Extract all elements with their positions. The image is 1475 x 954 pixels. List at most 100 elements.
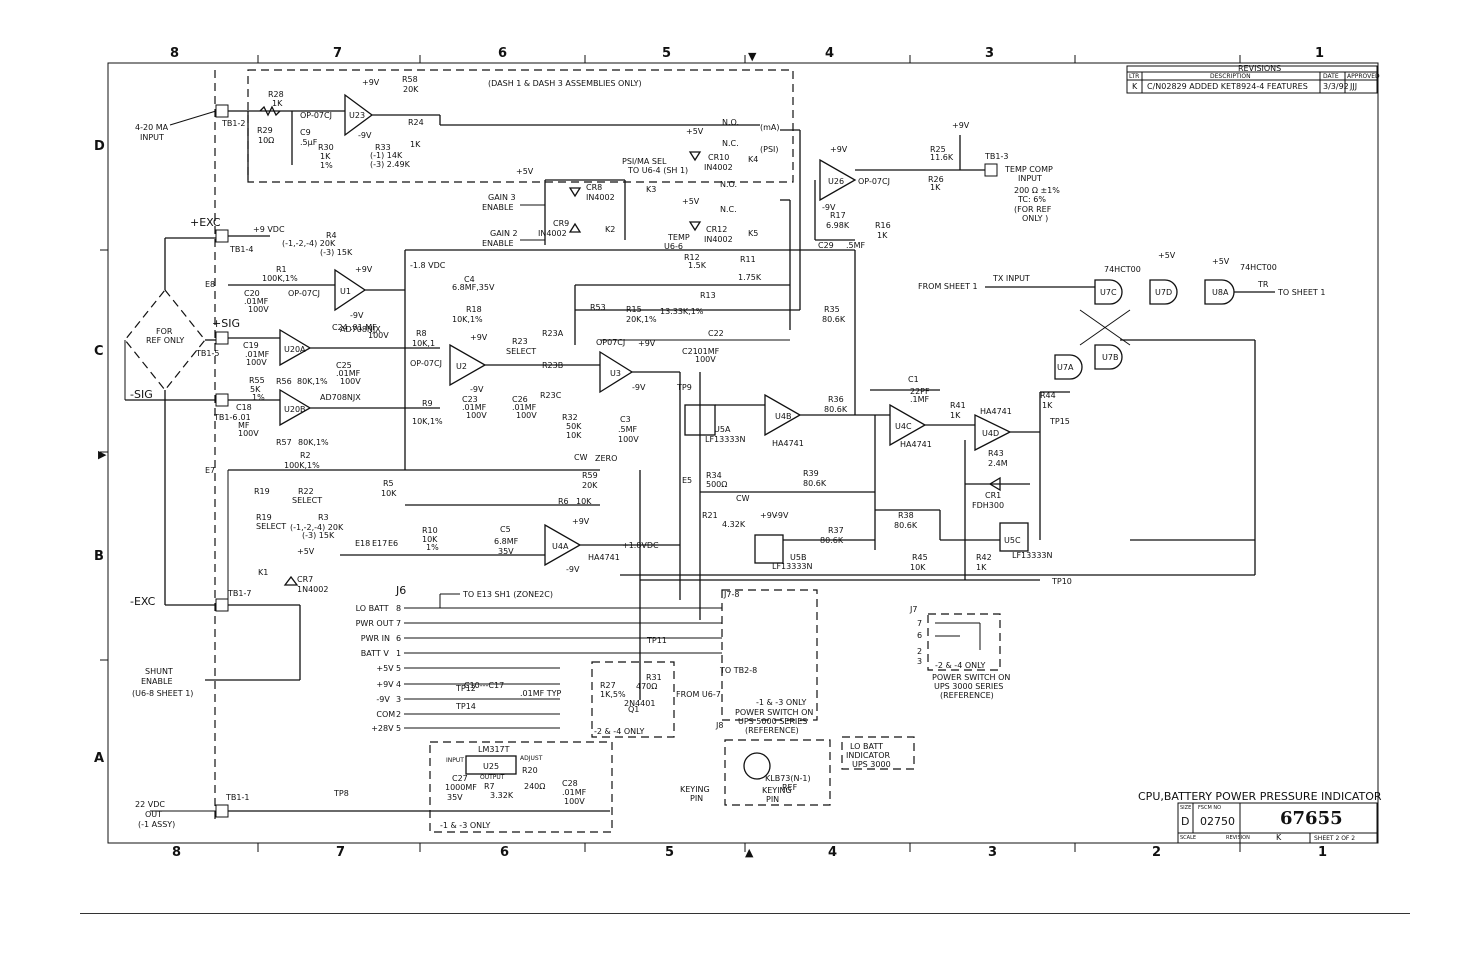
tb1-1-terminal xyxy=(215,804,229,818)
j6-pin-label: LO BATT xyxy=(356,604,389,613)
svg-text:(U6-8 SHEET 1): (U6-8 SHEET 1) xyxy=(132,689,193,698)
svg-text:-1 & -3 ONLY: -1 & -3 ONLY xyxy=(440,821,490,830)
svg-text:J6: J6 xyxy=(395,584,406,597)
svg-text:U4C: U4C xyxy=(895,422,912,431)
svg-text:R4: R4 xyxy=(326,231,337,240)
zone-row-c: C xyxy=(94,344,104,359)
rev-heading: REVISIONS xyxy=(1238,64,1281,73)
svg-text:R22: R22 xyxy=(298,487,314,496)
lm317-box xyxy=(429,741,613,833)
svg-text:R43: R43 xyxy=(988,449,1004,458)
svg-text:R23: R23 xyxy=(512,337,528,346)
tb1-7-label: TB1-7 xyxy=(227,589,251,598)
svg-text:(-1,-2,-4) 20K: (-1,-2,-4) 20K xyxy=(290,523,344,532)
svg-text:TP14: TP14 xyxy=(455,702,476,711)
zone-col-4: 4 xyxy=(825,46,834,61)
svg-text:10K: 10K xyxy=(576,497,592,506)
svg-text:80.6K: 80.6K xyxy=(822,315,846,324)
lo-batt-led xyxy=(743,752,771,780)
size-label: SIZE xyxy=(1180,805,1191,811)
rev-col-appr: APPROVED xyxy=(1347,73,1380,80)
svg-text:POWER SWITCH ON: POWER SWITCH ON xyxy=(932,673,1010,682)
u26-circuit: U26 OP-07CJ +9V -9V R17 6.98K R16 1K C29… xyxy=(814,121,1060,250)
svg-text:FOR: FOR xyxy=(156,327,173,336)
j6-pin-label: -9V xyxy=(376,695,390,704)
rev-ltr: K xyxy=(1132,82,1138,91)
svg-text:6.98K: 6.98K xyxy=(826,221,850,230)
svg-text:R37: R37 xyxy=(828,526,844,535)
svg-text:R20: R20 xyxy=(522,766,538,775)
j7-8-box xyxy=(721,589,818,721)
svg-text:HA4741: HA4741 xyxy=(772,439,804,448)
svg-text:7: 7 xyxy=(917,619,922,628)
svg-text:+5V: +5V xyxy=(686,127,704,136)
zone-col-7: 7 xyxy=(333,46,342,61)
svg-text:C24: C24 xyxy=(332,323,348,332)
svg-text:200 Ω ±1%: 200 Ω ±1% xyxy=(1014,186,1060,195)
svg-text:C21: C21 xyxy=(682,347,698,356)
svg-text:-9V: -9V xyxy=(470,385,484,394)
svg-text:500Ω: 500Ω xyxy=(706,480,727,489)
zone-ticks xyxy=(100,55,1241,852)
svg-text:11.6K: 11.6K xyxy=(930,153,954,162)
svg-text:OP-07CJ: OP-07CJ xyxy=(288,289,320,298)
svg-text:R19: R19 xyxy=(256,513,272,522)
svg-text:100V: 100V xyxy=(248,305,269,314)
svg-text:TP10: TP10 xyxy=(1051,577,1072,586)
svg-text:.01 MF: .01 MF xyxy=(350,323,377,332)
j6-pin-number: 8 xyxy=(396,604,401,613)
svg-text:R23A: R23A xyxy=(542,329,564,338)
svg-text:-9V: -9V xyxy=(775,511,789,520)
svg-text:+5V: +5V xyxy=(516,167,534,176)
u1-circuit: R1 100K,1% OP-07CJ C20 .01MF 100V U1 +9V… xyxy=(228,231,855,470)
svg-text:U7C: U7C xyxy=(1100,288,1117,297)
svg-text:100K,1%: 100K,1% xyxy=(284,461,320,470)
svg-text:IN4002: IN4002 xyxy=(704,163,733,172)
svg-text:80.6K: 80.6K xyxy=(894,521,918,530)
svg-text:GAIN 3: GAIN 3 xyxy=(488,193,516,202)
svg-text:U5A: U5A xyxy=(714,425,731,434)
plus-sig-label: +SIG xyxy=(212,317,240,330)
svg-text:LF13333N: LF13333N xyxy=(705,435,746,444)
svg-text:R23C: R23C xyxy=(540,391,562,400)
svg-text:C18: C18 xyxy=(236,403,252,412)
svg-text:N.O.: N.O. xyxy=(720,180,737,189)
rev-date: 3/3/92 xyxy=(1323,82,1349,91)
svg-text:C20: C20 xyxy=(244,289,260,298)
svg-text:1K: 1K xyxy=(877,231,888,240)
svg-text:(REFERENCE): (REFERENCE) xyxy=(745,726,799,735)
svg-text:TEMP: TEMP xyxy=(667,233,690,242)
svg-text:ZERO: ZERO xyxy=(595,454,617,463)
svg-text:R27: R27 xyxy=(600,681,616,690)
svg-text:R39: R39 xyxy=(803,469,819,478)
svg-text:AD708NJX: AD708NJX xyxy=(340,325,381,334)
svg-text:.01MF: .01MF xyxy=(512,403,537,412)
j6-pin-label: +28V xyxy=(371,724,394,733)
dash-assemblies-note: (DASH 1 & DASH 3 ASSEMBLIES ONLY) xyxy=(488,79,642,88)
svg-text:1K: 1K xyxy=(410,140,421,149)
svg-text:22PF: 22PF xyxy=(910,387,930,396)
svg-text:100V: 100V xyxy=(516,411,537,420)
u25-regulator xyxy=(465,755,517,775)
j6-pin-label: PWR IN xyxy=(361,634,390,643)
zone-col-4-bottom: 4 xyxy=(828,845,837,860)
svg-text:-9V: -9V xyxy=(350,311,364,320)
svg-text:OP-07CJ: OP-07CJ xyxy=(300,111,332,120)
svg-text:100V: 100V xyxy=(246,358,267,367)
svg-text:80.6K: 80.6K xyxy=(803,479,827,488)
svg-text:13.33K,1%: 13.33K,1% xyxy=(660,307,704,316)
svg-text:.01MF: .01MF xyxy=(695,347,720,356)
zone-col-7-bottom: 7 xyxy=(336,845,345,860)
svg-text:100V: 100V xyxy=(618,435,639,444)
svg-text:TP15: TP15 xyxy=(1049,417,1070,426)
svg-text:K5: K5 xyxy=(748,229,758,238)
svg-text:U4B: U4B xyxy=(775,412,791,421)
svg-text:.5μF: .5μF xyxy=(300,138,318,147)
svg-text:TX INPUT: TX INPUT xyxy=(992,274,1030,283)
tb1-2-label: TB1-2 xyxy=(221,119,245,128)
svg-text:+5V: +5V xyxy=(1212,257,1230,266)
input-note-1: 4-20 MA xyxy=(135,123,169,132)
u4a-circuit: U4A HA4741 +9V -9V R6 10K +1.8VDC R5 10K… xyxy=(340,479,680,574)
svg-text:R36: R36 xyxy=(828,395,844,404)
svg-text:1K: 1K xyxy=(1042,401,1053,410)
